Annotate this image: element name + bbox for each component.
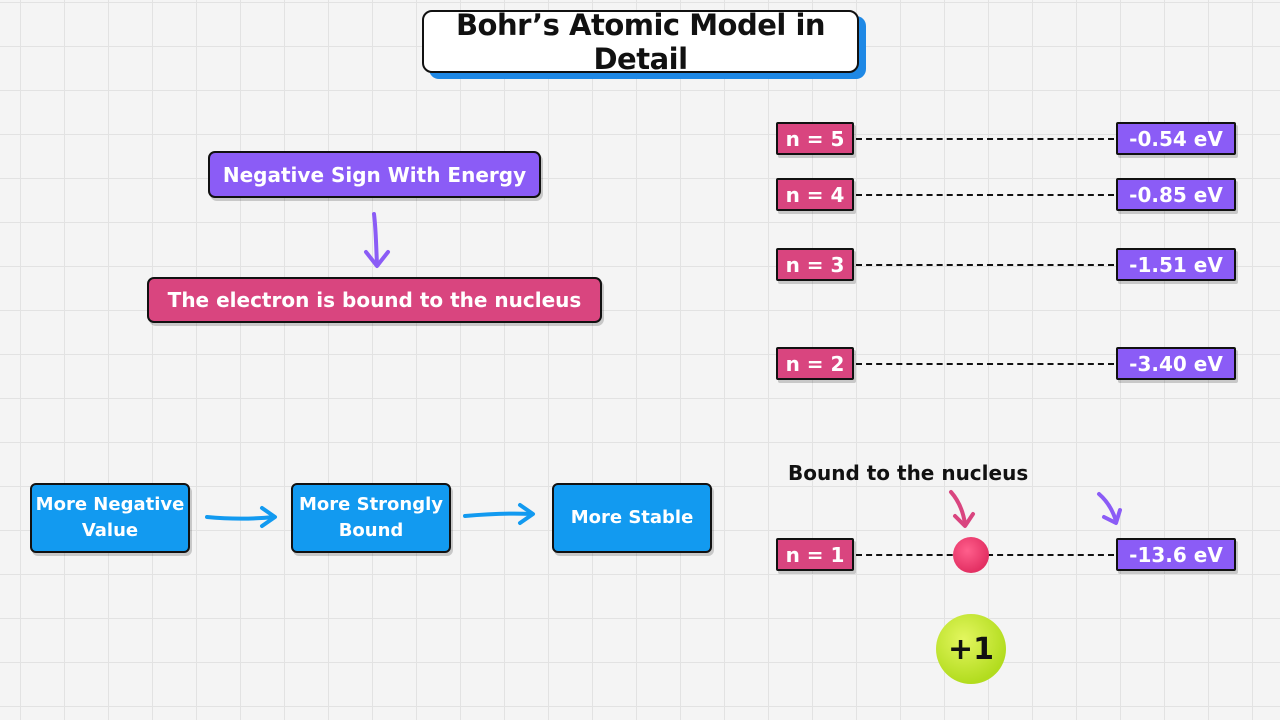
electron (953, 537, 989, 573)
flow-more-stable: More Stable (552, 483, 712, 553)
down-arrow-icon (364, 212, 390, 268)
level-energy-n3: -1.51 eV (1116, 248, 1236, 281)
level-energy-n4: -0.85 eV (1116, 178, 1236, 211)
level-line-n4 (856, 194, 1114, 196)
level-label-n3: n = 3 (776, 248, 854, 281)
level-label-n5: n = 5 (776, 122, 854, 155)
flow-more-negative: More Negative Value (30, 483, 190, 553)
level-label-n2: n = 2 (776, 347, 854, 380)
right-arrow-icon (463, 503, 535, 525)
negative-sign-box: Negative Sign With Energy (208, 151, 541, 198)
curved-arrow-icon (949, 490, 975, 528)
level-energy-n5: -0.54 eV (1116, 122, 1236, 155)
level-label-n4: n = 4 (776, 178, 854, 211)
level-line-n2 (856, 363, 1114, 365)
bound-caption: Bound to the nucleus (788, 461, 1029, 485)
flow-more-strongly-bound: More Strongly Bound (291, 483, 451, 553)
level-line-n5 (856, 138, 1114, 140)
curved-arrow-icon (1097, 492, 1122, 525)
nucleus: +1 (936, 614, 1006, 684)
bound-meaning-box: The electron is bound to the nucleus (147, 277, 602, 323)
level-energy-n2: -3.40 eV (1116, 347, 1236, 380)
level-label-n1: n = 1 (776, 538, 854, 571)
level-energy-n1: -13.6 eV (1116, 538, 1236, 571)
right-arrow-icon (205, 506, 277, 528)
level-line-n3 (856, 264, 1114, 266)
page-title: Bohr’s Atomic Model in Detail (422, 8, 859, 76)
